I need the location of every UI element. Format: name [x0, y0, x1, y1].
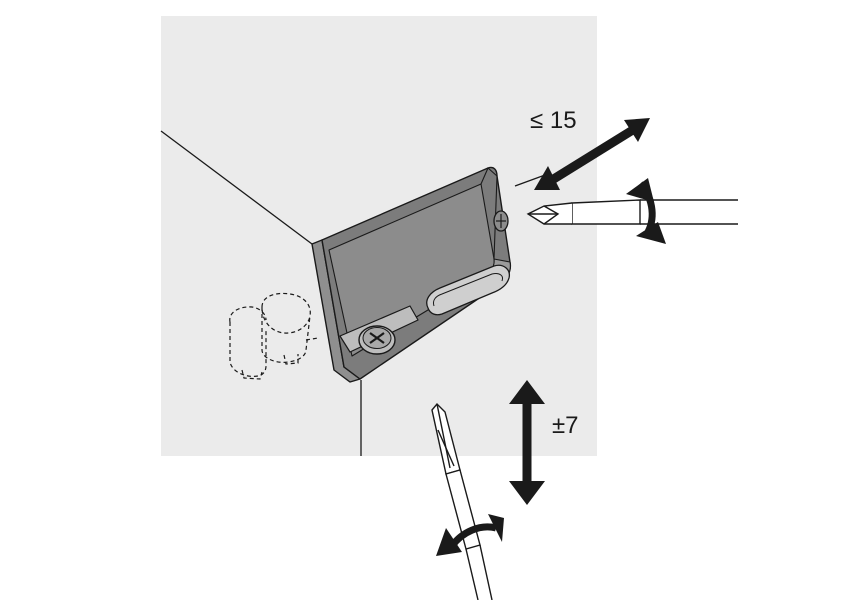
cabinet-edges [160, 130, 546, 456]
vertical-adjust-label: ±7 [552, 412, 579, 439]
phillips-screw-icon [493, 210, 509, 232]
rotation-arrow-icon [626, 178, 666, 244]
dowel-outline-icon [229, 292, 319, 380]
double-arrow-icon [534, 118, 650, 190]
double-arrow-icon [509, 380, 545, 505]
rotation-arrow-icon [436, 514, 504, 556]
phillips-screw-icon [358, 325, 396, 355]
horizontal-adjust-label: ≤ 15 [530, 107, 577, 134]
mounting-bracket-icon [311, 166, 512, 383]
